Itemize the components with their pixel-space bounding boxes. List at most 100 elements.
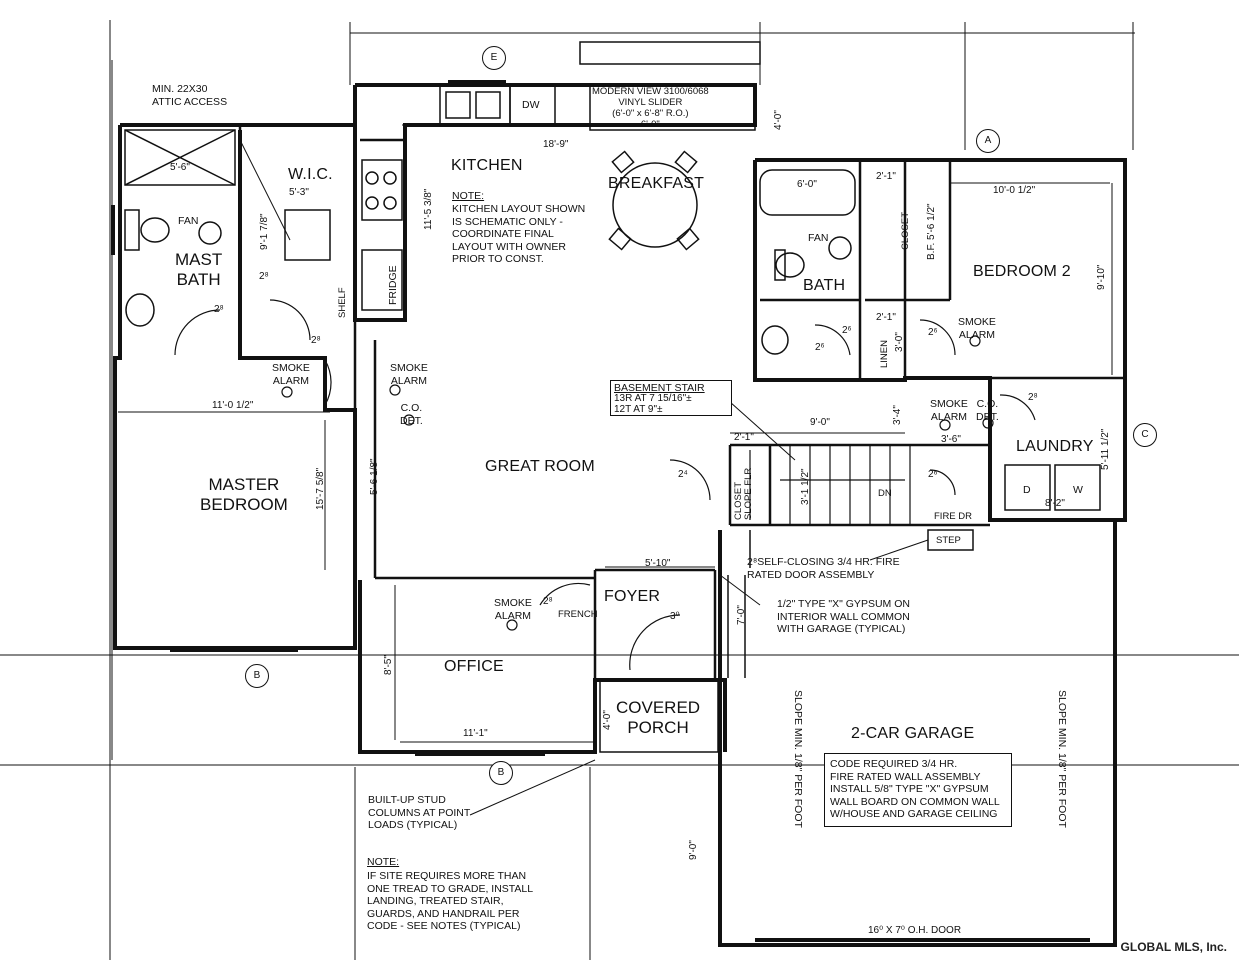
dim-9-0: 9'-0": [810, 417, 830, 428]
door-dim-30: 3⁰: [670, 611, 680, 622]
basement-stair-box: BASEMENT STAIR 13R AT 7 15/16"± 12T AT 9…: [610, 380, 732, 416]
attic-access-note: MIN. 22X30 ATTIC ACCESS: [152, 83, 228, 108]
dim-2-1-top: 2'-1": [876, 171, 896, 182]
mls-watermark: GLOBAL MLS, Inc.: [1120, 940, 1227, 954]
dim-3-4: 3'-4": [892, 405, 903, 425]
washer-label: W: [1073, 484, 1083, 496]
mast-bath-label: MAST BATH: [175, 250, 222, 290]
interior-walls: [238, 125, 1125, 680]
dryer-label: D: [1023, 484, 1031, 496]
kitchen-fixtures: [361, 41, 761, 311]
dim-3-1-1-2: 3'-1 1/2": [800, 468, 811, 505]
fire-door-label: FIRE DR: [934, 511, 972, 522]
code-required-box: CODE REQUIRED 3/4 HR. FIRE RATED WALL AS…: [824, 753, 1012, 827]
foyer-label: FOYER: [604, 588, 661, 605]
grid-marker-a: A: [976, 129, 1000, 153]
dim-3-6: 3'-6": [941, 434, 961, 445]
gypsum-note: 1/2" TYPE "X" GYPSUM ON INTERIOR WALL CO…: [777, 598, 910, 635]
linen-label: LINEN: [879, 340, 890, 368]
dw-label: DW: [522, 99, 540, 111]
dim-15-7-5-8: 15'-7 5/8": [315, 467, 326, 510]
covered-porch-label: COVERED PORCH: [616, 698, 700, 738]
fridge-label: FRIDGE: [387, 265, 399, 305]
dim-8-2: 8'-2": [1045, 498, 1065, 509]
dim-9-10: 9'-10": [1096, 264, 1107, 290]
grid-marker-b-mid: B: [489, 761, 513, 785]
breakfast-label: BREAKFAST: [608, 175, 705, 192]
dim-2-1-stair: 2'-1": [734, 432, 754, 443]
breakfast-table: [608, 150, 700, 251]
dim-3-0: 3'-0": [894, 332, 905, 352]
kitchen-label: KITCHEN: [451, 157, 523, 174]
bath-label: BATH: [803, 277, 846, 294]
smoke-alarm-2: SMOKE ALARM: [390, 362, 428, 387]
smoke-alarm-4: SMOKE ALARM: [958, 316, 996, 341]
co-detector-1: C.O. DET.: [400, 402, 423, 427]
site-note-title: NOTE:: [367, 856, 400, 868]
stud-columns-note: BUILT-UP STUD COLUMNS AT POINT LOADS (TY…: [368, 794, 471, 831]
dim-10-0-1-2: 10'-0 1/2": [993, 185, 1036, 196]
dim-4-0-porch: 4'-0": [602, 710, 613, 730]
door-dim-28-b: 2⁸: [214, 304, 224, 315]
step-label: STEP: [936, 535, 961, 546]
dim-6-0: 6'-0": [797, 179, 817, 190]
great-room-label: GREAT ROOM: [485, 458, 595, 475]
french-door-label: FRENCH: [558, 609, 598, 620]
dim-9-0-garage: 9'-0": [688, 840, 699, 860]
dim-4-0-top: 4'-0": [773, 110, 784, 130]
self-closing-door-note: 2⁸SELF-CLOSING 3/4 HR. FIRE RATED DOOR A…: [747, 556, 900, 581]
master-bedroom-line1: MASTER: [208, 475, 280, 494]
windows: [111, 80, 1127, 942]
office-label: OFFICE: [444, 658, 504, 675]
kitchen-note-title: NOTE:: [452, 190, 485, 202]
door-swings: [174, 299, 1036, 671]
fan-label-1: FAN: [178, 215, 199, 227]
door-dim-28-d: 2⁸: [543, 596, 553, 607]
dim-7-0: 7'-0": [736, 605, 747, 625]
covered-porch-line2: PORCH: [627, 718, 689, 737]
closet-slope-line2: SLOPE FLR: [742, 467, 754, 520]
fan-label-2: FAN: [808, 232, 829, 244]
door-dim-28-a: 2⁸: [259, 271, 269, 282]
dim-11-0-1-2: 11'-0 1/2": [212, 400, 254, 411]
dim-5-3: 5'-3": [289, 187, 309, 198]
door-dim-26-b: 2⁶: [815, 342, 825, 353]
wic-label: W.I.C.: [288, 166, 333, 183]
slider-note: MODERN VIEW 3100/6068 VINYL SLIDER (6'-0…: [592, 86, 709, 130]
bedroom2-label: BEDROOM 2: [973, 263, 1071, 280]
laundry-label: LAUNDRY: [1016, 438, 1094, 455]
basement-stair-body: 13R AT 7 15/16"± 12T AT 9"±: [614, 393, 692, 415]
dim-bf-5-6-1-2: B.F. 5'-6 1/2": [926, 203, 937, 260]
smoke-alarm-3: SMOKE ALARM: [494, 597, 532, 622]
dim-2-1-mid: 2'-1": [876, 312, 896, 323]
co-detector-2: C.O. DET.: [976, 398, 999, 423]
dim-5-6-1-8: 5'-6 1/8": [369, 458, 380, 495]
covered-porch-line1: COVERED: [616, 698, 701, 717]
shelf-label: SHELF: [337, 287, 348, 318]
door-dim-26-c: 2⁶: [928, 327, 938, 338]
mast-bath-line2: BATH: [176, 270, 221, 289]
garage-label: 2-CAR GARAGE: [851, 725, 975, 742]
door-dim-28-e: 2⁸: [1028, 392, 1038, 403]
grid-marker-b-left: B: [245, 664, 269, 688]
bath-fixtures: [124, 129, 856, 355]
stair-down-label: DN: [878, 488, 892, 499]
smoke-alarm-1: SMOKE ALARM: [272, 362, 310, 387]
master-bedroom-line2: BEDROOM: [200, 495, 288, 514]
dim-5-11-1-2: 5'-11 1/2": [1100, 428, 1111, 470]
detector-symbols: [281, 335, 994, 631]
slope-note-right: SLOPE MIN. 1/8" PER FOOT: [1056, 690, 1068, 828]
master-bedroom-label: MASTER BEDROOM: [200, 475, 288, 515]
closet-slope-label: CLOSET SLOPE FLR: [733, 467, 754, 520]
grid-marker-e: E: [482, 46, 506, 70]
garage-door-dim: 16⁰ X 7⁰ O.H. DOOR: [868, 925, 962, 936]
dim-11-1: 11'-1": [463, 728, 488, 739]
grid-marker-c: C: [1133, 423, 1157, 447]
mast-bath-line1: MAST: [175, 250, 223, 269]
door-dim-26-a: 2⁶: [842, 325, 852, 336]
door-dim-26-d: 2⁶: [928, 469, 938, 480]
code-required-text: CODE REQUIRED 3/4 HR. FIRE RATED WALL AS…: [830, 758, 1000, 820]
basement-stair-title: BASEMENT STAIR: [614, 382, 705, 394]
kitchen-note-body: KITCHEN LAYOUT SHOWN IS SCHEMATIC ONLY -…: [452, 203, 586, 265]
